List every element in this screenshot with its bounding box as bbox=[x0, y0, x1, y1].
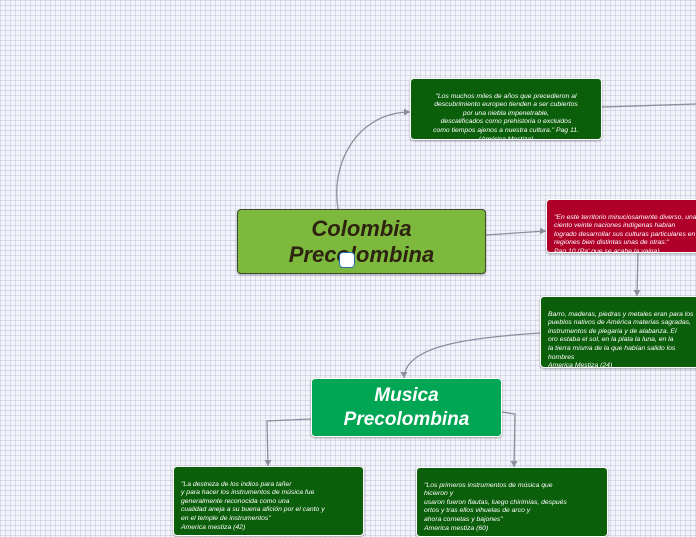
connector-musica-to-q5 bbox=[501, 411, 516, 468]
connector-q1-to-right bbox=[601, 103, 696, 108]
connector-lines bbox=[264, 103, 696, 468]
arrowhead-q4 bbox=[264, 460, 272, 466]
note-quote-5-text: "Los primeros instrumentos de música que… bbox=[424, 481, 567, 532]
sub-topic-title: Musica Precolombina bbox=[343, 384, 470, 430]
arrowhead-q5 bbox=[510, 461, 518, 467]
note-quote-5[interactable]: "Los primeros instrumentos de música que… bbox=[416, 467, 608, 537]
connector-q2-to-q3 bbox=[636, 252, 639, 297]
note-quote-3[interactable]: Barro, maderas, piedras y metales eran p… bbox=[540, 296, 696, 368]
note-quote-4-text: "La destreza de los indios para tañer y … bbox=[181, 480, 325, 531]
connector-q3-to-musica bbox=[403, 332, 541, 379]
note-quote-1[interactable]: "Los muchos miles de años que precediero… bbox=[410, 78, 602, 140]
note-quote-1-text: "Los muchos miles de años que precediero… bbox=[433, 92, 579, 140]
connector-musica-to-q4 bbox=[266, 418, 312, 467]
note-quote-2-text: "En este territorio minuciosamente diver… bbox=[554, 213, 696, 253]
arrowhead-q1 bbox=[404, 108, 410, 116]
connector-main-to-q1 bbox=[336, 111, 411, 210]
arrowhead-musica bbox=[400, 372, 408, 378]
note-quote-2[interactable]: "En este territorio minuciosamente diver… bbox=[546, 199, 696, 253]
connector-main-to-q2 bbox=[485, 230, 547, 236]
sub-topic-node[interactable]: Musica Precolombina bbox=[311, 378, 502, 437]
note-quote-4[interactable]: "La destreza de los indios para tañer y … bbox=[173, 466, 364, 536]
collapse-toggle[interactable] bbox=[339, 252, 355, 268]
main-topic-node[interactable]: Colombia Precolombina bbox=[237, 209, 486, 274]
note-quote-3-text: Barro, maderas, piedras y metales eran p… bbox=[548, 310, 694, 368]
arrowhead-q3 bbox=[633, 290, 641, 296]
main-topic-title: Colombia Precolombina bbox=[288, 215, 435, 267]
arrowhead-q2 bbox=[540, 227, 546, 235]
